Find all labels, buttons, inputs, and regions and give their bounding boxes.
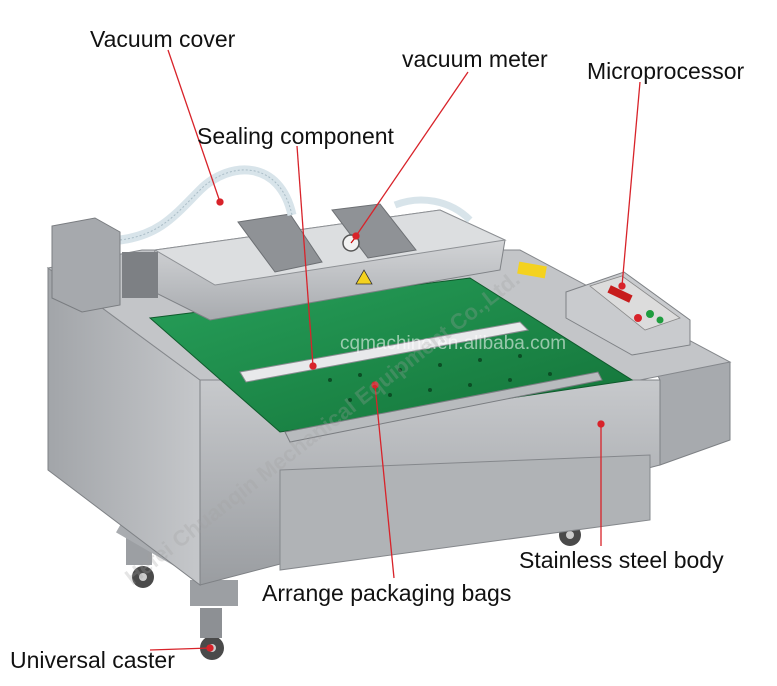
display-screen (607, 285, 633, 303)
yellow-label (517, 261, 547, 279)
pump-housing (51, 217, 121, 313)
button-red (634, 314, 642, 322)
leader-lines (149, 49, 641, 652)
label-universal-caster: Universal caster (10, 647, 175, 673)
hinge-block (122, 252, 158, 298)
label-stainless-steel-body: Stainless steel body (519, 547, 724, 573)
label-vacuum-cover: Vacuum cover (90, 26, 236, 52)
button-green (646, 310, 654, 318)
button-green-2 (656, 316, 664, 324)
air-hose (393, 196, 473, 223)
label-arrange-packaging-bags: Arrange packaging bags (262, 580, 512, 606)
label-microprocessor: Microprocessor (587, 58, 745, 84)
sealing-bar-lower (284, 371, 603, 443)
belt-holes (328, 354, 552, 402)
label-vacuum-meter: vacuum meter (402, 46, 548, 72)
label-sealing-component: Sealing component (197, 123, 394, 149)
warning-sticker (355, 269, 373, 285)
site-watermark: cqmachine.en.alibaba.com (340, 333, 567, 354)
body-front-lower (279, 454, 651, 571)
cover-rib-left (237, 213, 323, 273)
